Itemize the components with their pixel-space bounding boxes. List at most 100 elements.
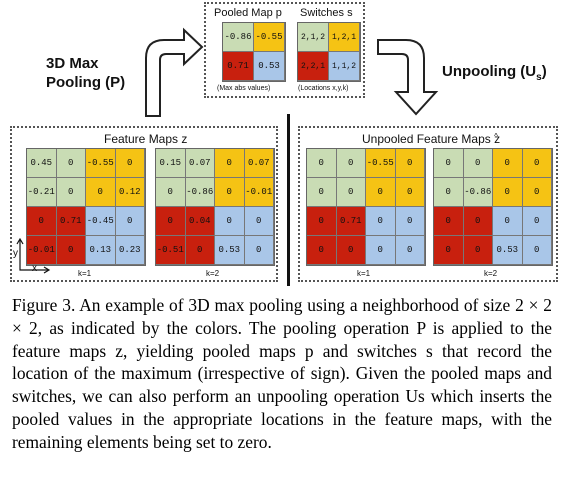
unpooled-cell: -0.86 xyxy=(463,178,493,207)
feature-cell: 0.07 xyxy=(185,149,215,178)
divider xyxy=(287,114,290,286)
feature-cell: 0.15 xyxy=(156,149,186,178)
max-pooling-label-line1: 3D Max xyxy=(46,55,99,72)
unpooled-cell: 0 xyxy=(434,207,464,236)
unpooled-k1-label: k=1 xyxy=(357,269,371,278)
feature-cell: 0 xyxy=(156,178,186,207)
unpooled-k1-grid: 0 0 -0.55 0 0 0 0 0 0 0.71 0 0 0 0 0 0 xyxy=(306,148,426,266)
unpooled-k2-grid: 0 0 0 0 0 -0.86 0 0 0 0 0 0 0 0 0.53 0 xyxy=(433,148,553,266)
unpooled-cell: 0 xyxy=(336,236,366,265)
feature-cell: 0.13 xyxy=(86,236,116,265)
unpooling-label: Unpooling (Us) xyxy=(442,62,547,87)
feature-cell: 0 xyxy=(115,207,145,236)
unpooled-cell: 0 xyxy=(336,149,366,178)
feature-cell: 0 xyxy=(215,207,245,236)
feature-cell: -0.51 xyxy=(156,236,186,265)
unpooled-k2-label: k=2 xyxy=(484,269,498,278)
switches-grid: 2,1,2 1,2,1 2,2,1 1,1,2 xyxy=(297,22,361,82)
feature-cell: -0.86 xyxy=(185,178,215,207)
switch-cell: 2,1,2 xyxy=(298,23,329,52)
unpooled-cell: 0 xyxy=(434,178,464,207)
unpooled-cell: 0 xyxy=(434,236,464,265)
unpooling-arrow-icon xyxy=(377,39,439,116)
unpooled-title-text: Unpooled Feature Maps z xyxy=(362,132,501,146)
feature-cell: 0 xyxy=(215,149,245,178)
feature-cell: -0.01 xyxy=(244,178,274,207)
feature-cell: 0 xyxy=(244,236,274,265)
unpooled-cell: 0 xyxy=(522,207,552,236)
unpooled-cell: 0 xyxy=(395,207,425,236)
unpooled-cell: 0 xyxy=(366,207,396,236)
feature-cell: 0 xyxy=(244,207,274,236)
unpooled-cell: 0 xyxy=(493,178,523,207)
feature-k2-label: k=2 xyxy=(206,269,220,278)
unpooled-cell: 0.53 xyxy=(493,236,523,265)
switch-cell: 1,1,2 xyxy=(329,52,360,81)
unpooled-cell: 0 xyxy=(493,149,523,178)
axes-icon xyxy=(16,238,51,274)
pooled-map-title: Pooled Map p xyxy=(214,7,282,19)
unpooled-cell: 0 xyxy=(366,178,396,207)
unpooled-cell: 0.71 xyxy=(336,207,366,236)
pooled-cell: 0.71 xyxy=(223,52,254,81)
unpooled-cell: 0 xyxy=(395,149,425,178)
switches-title: Switches s xyxy=(300,7,353,19)
switch-caption: (Locations x,y,k) xyxy=(298,85,349,92)
feature-cell: 0 xyxy=(56,236,86,265)
axis-y-label: y xyxy=(13,248,18,259)
feature-cell: 0 xyxy=(215,178,245,207)
feature-cell: 0 xyxy=(56,178,86,207)
feature-cell: 0.23 xyxy=(115,236,145,265)
switch-cell: 2,2,1 xyxy=(298,52,329,81)
unpooled-title: Unpooled Feature Maps z^ xyxy=(362,132,501,146)
feature-cell: -0.55 xyxy=(86,149,116,178)
pooled-caption: (Max abs values) xyxy=(217,85,271,92)
feature-cell: 0.12 xyxy=(115,178,145,207)
unpooling-label-close: ) xyxy=(541,63,547,80)
feature-cell: 0 xyxy=(156,207,186,236)
unpooled-cell: 0 xyxy=(395,178,425,207)
unpooled-cell: 0 xyxy=(522,236,552,265)
feature-k1-label: k=1 xyxy=(78,269,92,278)
feature-cell: -0.21 xyxy=(27,178,57,207)
unpooled-cell: 0 xyxy=(463,149,493,178)
unpooled-cell: 0 xyxy=(522,149,552,178)
pooled-cell: 0.53 xyxy=(254,52,285,81)
switch-cell: 1,2,1 xyxy=(329,23,360,52)
unpooling-label-sub: s xyxy=(536,72,542,83)
feature-map-k2-grid: 0.15 0.07 0 0.07 0 -0.86 0 -0.01 0 0.04 … xyxy=(155,148,275,266)
pooled-map-grid: -0.86 -0.55 0.71 0.53 xyxy=(222,22,286,82)
unpooled-cell: -0.55 xyxy=(366,149,396,178)
unpooled-cell: 0 xyxy=(366,236,396,265)
unpooled-cell: 0 xyxy=(463,236,493,265)
feature-cell: 0 xyxy=(185,236,215,265)
unpooled-cell: 0 xyxy=(307,207,337,236)
unpooled-cell: 0 xyxy=(336,178,366,207)
feature-cell: 0.07 xyxy=(244,149,274,178)
feature-maps-title: Feature Maps z xyxy=(104,132,188,146)
pooled-cell: -0.55 xyxy=(254,23,285,52)
feature-cell: -0.45 xyxy=(86,207,116,236)
unpooled-cell: 0 xyxy=(522,178,552,207)
arrows-layer xyxy=(145,27,439,117)
feature-cell: 0 xyxy=(27,207,57,236)
unpooled-title-hat: ^ xyxy=(494,132,498,141)
unpooled-cell: 0 xyxy=(307,149,337,178)
pooling-arrow-icon xyxy=(145,27,204,117)
feature-cell: 0.71 xyxy=(56,207,86,236)
unpooled-cell: 0 xyxy=(395,236,425,265)
unpooled-cell: 0 xyxy=(307,236,337,265)
axis-x-label: x xyxy=(32,263,37,274)
feature-cell: 0.53 xyxy=(215,236,245,265)
feature-cell: 0 xyxy=(56,149,86,178)
unpooled-cell: 0 xyxy=(434,149,464,178)
feature-cell: 0 xyxy=(86,178,116,207)
unpooled-cell: 0 xyxy=(463,207,493,236)
unpooling-label-text: Unpooling (U xyxy=(442,63,537,80)
feature-cell: 0.04 xyxy=(185,207,215,236)
feature-cell: 0 xyxy=(115,149,145,178)
unpooled-cell: 0 xyxy=(307,178,337,207)
unpooled-cell: 0 xyxy=(493,207,523,236)
max-pooling-label: 3D Max Pooling (P) xyxy=(46,54,125,92)
max-pooling-label-line2: Pooling (P) xyxy=(46,74,126,91)
